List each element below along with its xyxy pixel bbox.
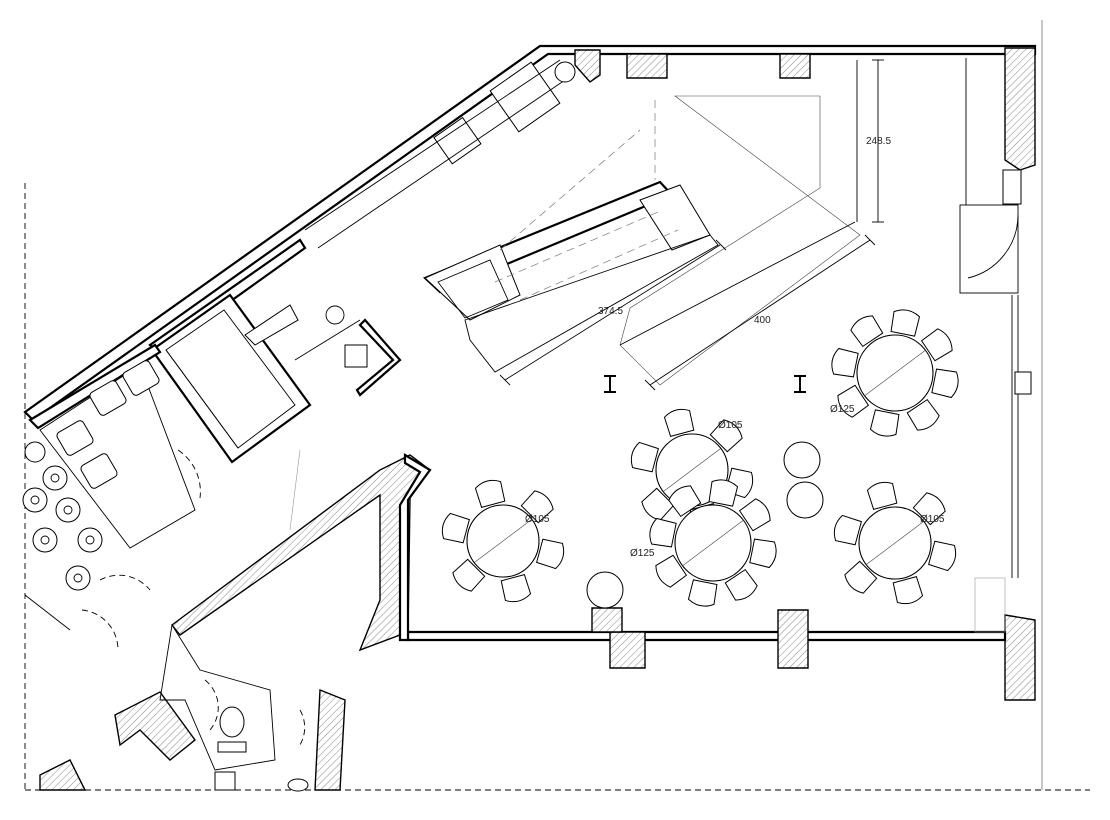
chair-icon (844, 560, 878, 594)
chair-icon (892, 576, 924, 605)
exterior-walls (23, 44, 1037, 701)
chair-icon (724, 568, 758, 601)
chair-icon (663, 408, 695, 437)
bar-counter (422, 59, 884, 391)
chair-icon (869, 409, 900, 437)
chair-icon (890, 309, 921, 337)
chair-icon (833, 514, 862, 546)
chair-icon (441, 512, 470, 544)
diameter-line (663, 448, 721, 492)
chair-icon (474, 479, 506, 508)
chair-icon (536, 538, 565, 570)
column-marker-icon (794, 375, 806, 393)
chair-icon (630, 441, 659, 473)
chair-icon (906, 398, 940, 431)
table-diameter-label: Ø105 (525, 514, 550, 525)
chair-icon (749, 538, 777, 569)
diameter-line (866, 521, 924, 565)
chair-icon (500, 574, 532, 603)
storage-area (28, 343, 201, 549)
table-diameter-label: Ø125 (630, 548, 655, 559)
bar-length-outer-label: 400 (754, 315, 771, 326)
dining-tables (441, 309, 959, 607)
chair-icon (920, 328, 953, 362)
diameter-line (864, 349, 926, 397)
chair-icon (931, 368, 959, 399)
diameter-line (474, 519, 532, 563)
diameter-line (682, 519, 744, 567)
table-diameter-label: Ø105 (920, 514, 945, 525)
table-diameter-label: Ø125 (830, 404, 855, 415)
chair-icon (708, 479, 739, 507)
chair-icon (655, 554, 688, 588)
chair-icon (866, 481, 898, 510)
chair-icon (709, 419, 743, 453)
chair-icon (520, 490, 554, 524)
column-marker-icon (604, 375, 616, 393)
table-labels: Ø125 Ø105 Ø125 Ø105 Ø105 (525, 404, 945, 559)
chair-icon (837, 384, 870, 418)
chair-icon (668, 485, 702, 518)
chair-icon (831, 347, 859, 378)
chair-icon (738, 498, 771, 532)
chair-icon (912, 492, 946, 526)
chair-icon (928, 540, 957, 572)
dimension-labels: 248.5 374.5 400 (598, 136, 891, 326)
chair-icon (452, 558, 486, 592)
chair-icon (687, 579, 718, 607)
column-markers (604, 375, 806, 393)
table-diameter-label: Ø105 (718, 420, 743, 431)
chair-icon (649, 517, 677, 548)
keg-rack (22, 441, 103, 631)
restroom-area (39, 574, 346, 792)
bar-depth-label: 248.5 (866, 136, 891, 147)
site-boundary (24, 20, 1090, 791)
bar-length-inner-label: 374.5 (598, 306, 623, 317)
stools (586, 441, 824, 609)
interior-wall (171, 453, 432, 652)
chair-icon (850, 315, 884, 348)
kitchen-area (148, 59, 576, 464)
